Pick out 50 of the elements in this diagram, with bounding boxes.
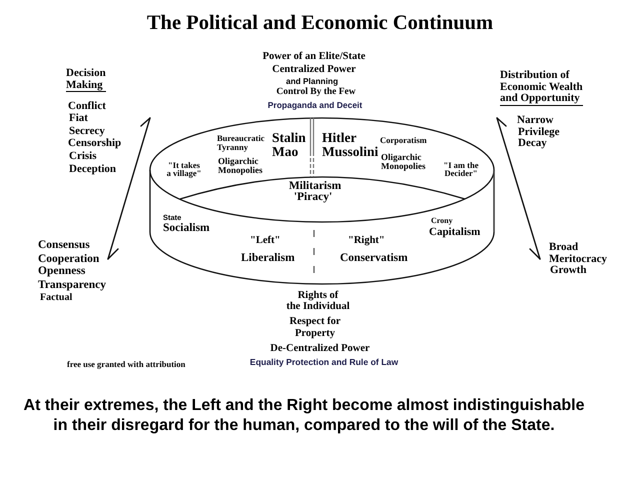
- trait-label: Growth: [550, 265, 586, 276]
- system-label: 'Piracy': [294, 192, 332, 204]
- trait-label: Crisis: [69, 151, 96, 162]
- ideology-label: Conservatism: [340, 253, 408, 264]
- trait-label: Censorship: [68, 138, 122, 149]
- quote-label: "It takes a village": [166, 161, 202, 177]
- leader-name: Hitler: [322, 131, 356, 144]
- system-label: Corporatism: [380, 136, 427, 144]
- trait-label: Control By the Few: [276, 88, 356, 98]
- trait-label: Privilege: [518, 127, 560, 138]
- system-label: Oligarchic Monopolies: [218, 157, 263, 174]
- system-label: Oligarchic Monopolies: [381, 153, 426, 170]
- license-note: free use granted with attribution: [67, 360, 186, 368]
- trait-label: Deception: [69, 164, 116, 175]
- ideology-label: Liberalism: [241, 253, 295, 264]
- trait-label: Factual: [40, 293, 72, 303]
- leader-name: Mussolini: [322, 145, 378, 158]
- trait-label: De-Centralized Power: [270, 344, 370, 354]
- trait-label: Power of an Elite/State: [262, 52, 366, 62]
- trait-label: Meritocracy: [549, 254, 608, 265]
- trait-label: Broad: [549, 242, 578, 253]
- trait-label: Transparency: [38, 280, 106, 292]
- title: The Political and Economic Continuum: [146, 13, 494, 34]
- trait-label: Narrow: [517, 115, 554, 126]
- trait-label: Fiat: [69, 113, 88, 124]
- trait-label: Secrecy: [69, 126, 105, 137]
- leader-name: Mao: [272, 145, 298, 158]
- system-label: Bureaucratic Tyranny: [217, 134, 265, 151]
- ideology-label: "Right": [348, 236, 385, 246]
- trait-label: Consensus: [38, 240, 90, 252]
- trait-label: Centralized Power: [272, 65, 356, 76]
- system-label: Militarism: [288, 181, 342, 192]
- caption: At their extremes, the Left and the Right become almost indistinguishable in their disregard for the human, compared to the will of the State.: [24, 396, 584, 436]
- trait-label: Rights of the Individual: [286, 290, 350, 312]
- trait-label: Decay: [518, 138, 547, 149]
- ideology-label: Crony: [431, 217, 453, 225]
- trait-label: Openness: [38, 266, 86, 278]
- axis-heading: Distribution of Economic Wealth and Opportunity: [500, 70, 583, 106]
- trait-label: Equality Protection and Rule of Law: [250, 358, 398, 367]
- ideology-label: Capitalism: [429, 227, 480, 238]
- quote-label: "I am the Decider": [444, 161, 478, 177]
- trait-label: Cooperation: [38, 254, 100, 266]
- trait-label: Propaganda and Deceit: [268, 101, 362, 110]
- leader-name: Stalin: [272, 131, 306, 144]
- ideology-label: Socialism: [163, 223, 210, 234]
- trait-label: Respect for Property: [289, 316, 341, 340]
- trait-label: Conflict: [68, 101, 106, 112]
- axis-heading: Decision Making: [66, 68, 106, 92]
- trait-label: and Planning: [286, 77, 338, 86]
- ideology-label: "Left": [250, 236, 280, 246]
